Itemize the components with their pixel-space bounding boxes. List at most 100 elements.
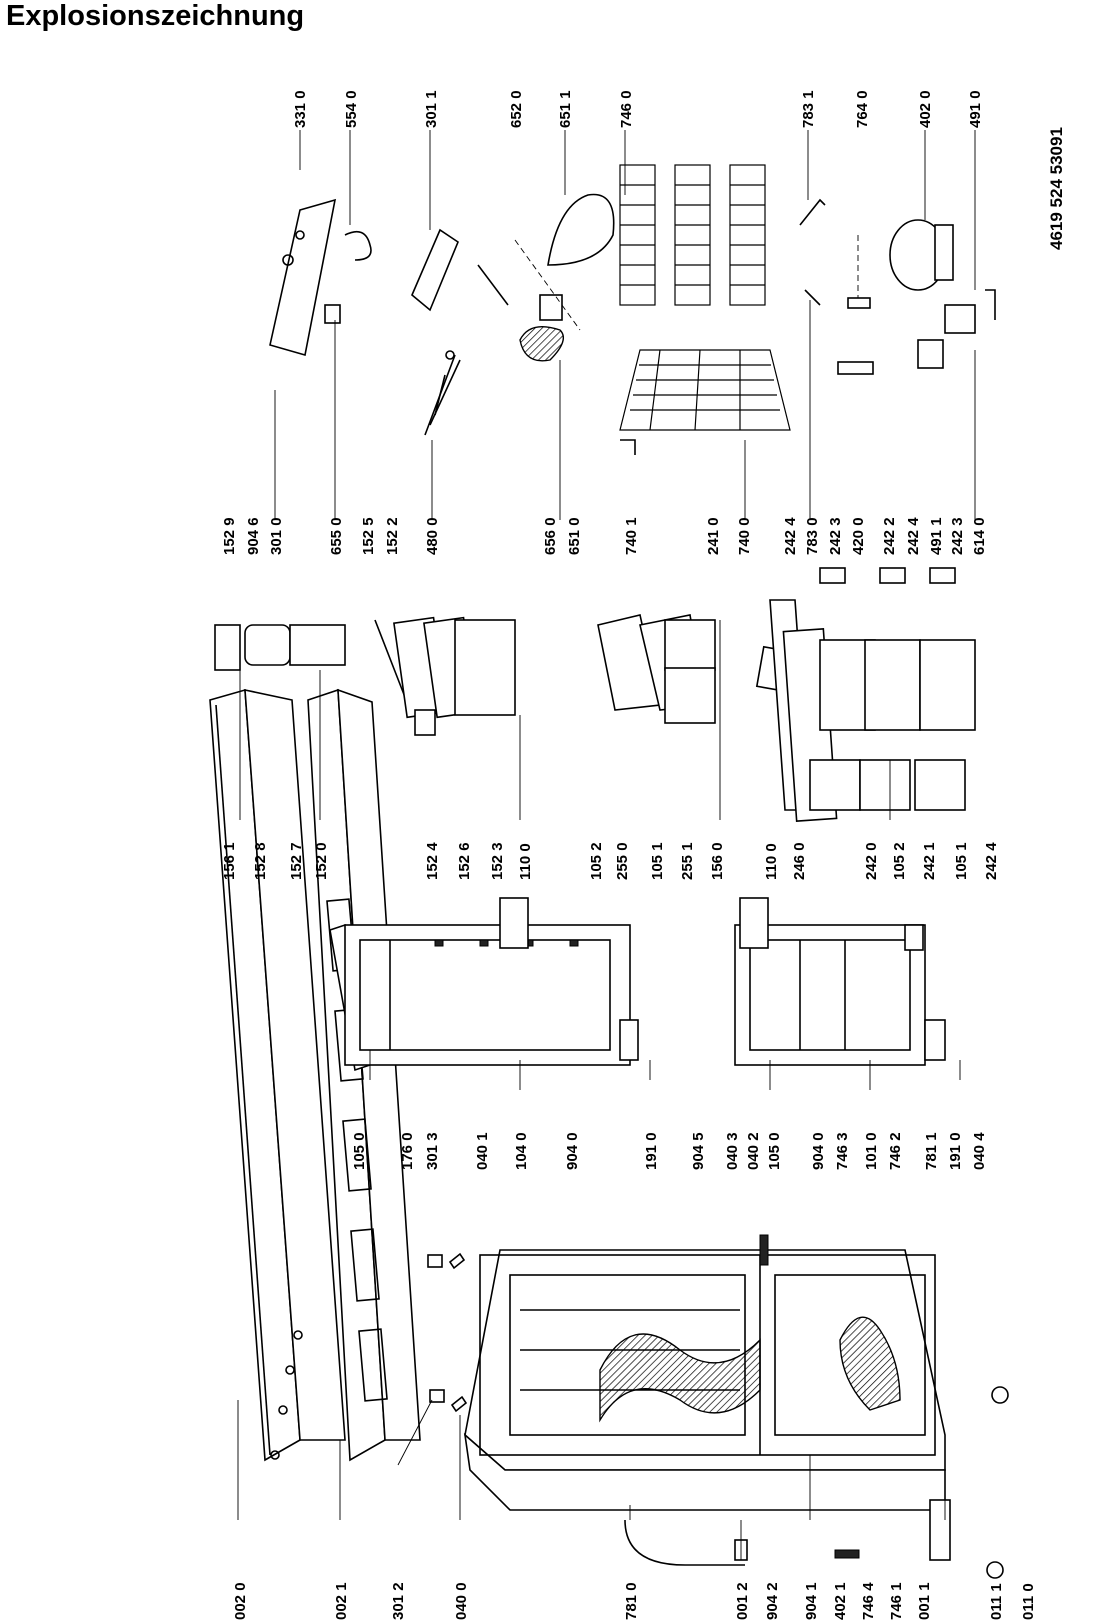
label-104-0: 104 0 bbox=[513, 1132, 530, 1170]
label-152-6: 152 6 bbox=[456, 842, 473, 880]
label-152-5: 152 5 bbox=[360, 517, 377, 555]
label-746-3: 746 3 bbox=[834, 1132, 851, 1170]
label-105-2-a: 105 2 bbox=[588, 842, 605, 880]
label-904-1: 904 1 bbox=[803, 1582, 820, 1620]
label-242-1: 242 1 bbox=[921, 842, 938, 880]
label-764-0: 764 0 bbox=[854, 90, 871, 128]
part-cabinet-body bbox=[463, 1234, 946, 1511]
label-255-0: 255 0 bbox=[614, 842, 631, 880]
label-191-0-b: 191 0 bbox=[947, 1132, 964, 1170]
label-040-4: 040 4 bbox=[971, 1132, 988, 1170]
label-651-1: 651 1 bbox=[557, 90, 574, 128]
label-656-0: 656 0 bbox=[542, 517, 559, 555]
part-control-panel bbox=[269, 198, 509, 357]
label-242-2: 242 2 bbox=[881, 517, 898, 555]
label-420-0: 420 0 bbox=[850, 517, 867, 555]
label-246-0: 246 0 bbox=[791, 842, 808, 880]
label-242-0: 242 0 bbox=[863, 842, 880, 880]
label-746-2: 746 2 bbox=[887, 1132, 904, 1170]
label-101-0: 101 0 bbox=[863, 1132, 880, 1170]
label-040-3: 040 3 bbox=[724, 1132, 741, 1170]
label-002-0: 002 0 bbox=[232, 1582, 249, 1620]
label-156-0: 156 0 bbox=[709, 842, 726, 880]
label-904-2: 904 2 bbox=[764, 1582, 781, 1620]
part-top-cover bbox=[209, 688, 346, 1462]
label-781-1: 781 1 bbox=[923, 1132, 940, 1170]
label-242-3-b: 242 3 bbox=[949, 517, 966, 555]
label-040-1: 040 1 bbox=[474, 1132, 491, 1170]
label-001-1: 001 1 bbox=[916, 1582, 933, 1620]
label-746-0: 746 0 bbox=[618, 90, 635, 128]
label-176-0: 176 0 bbox=[399, 1132, 416, 1170]
label-002-1: 002 1 bbox=[333, 1582, 350, 1620]
label-242-4-c: 242 4 bbox=[905, 517, 922, 555]
label-402-0: 402 0 bbox=[917, 90, 934, 128]
part-capillary-dryer bbox=[799, 198, 874, 375]
label-152-4: 152 4 bbox=[424, 842, 441, 880]
label-011-0: 011 0 bbox=[1020, 1583, 1037, 1620]
document-number: 4619 524 53091 bbox=[1047, 127, 1066, 250]
label-152-8: 152 8 bbox=[252, 842, 269, 880]
label-191-0-a: 191 0 bbox=[643, 1132, 660, 1170]
label-740-1: 740 1 bbox=[623, 517, 640, 555]
label-040-2: 040 2 bbox=[745, 1132, 762, 1170]
label-040-0: 040 0 bbox=[453, 1582, 470, 1620]
label-402-1: 402 1 bbox=[832, 1582, 849, 1620]
label-110-0-a: 110 0 bbox=[517, 843, 534, 880]
label-152-7: 152 7 bbox=[288, 842, 305, 880]
label-105-1-b: 105 1 bbox=[953, 842, 970, 880]
label-011-1: 011 1 bbox=[988, 1583, 1005, 1620]
label-105-0-b: 105 0 bbox=[766, 1132, 783, 1170]
part-lamp-housing bbox=[514, 193, 615, 362]
part-door-balconies bbox=[214, 616, 516, 736]
part-evaporator bbox=[619, 349, 791, 455]
label-652-0: 652 0 bbox=[508, 90, 525, 128]
label-152-2: 152 2 bbox=[384, 517, 401, 555]
label-152-0: 152 0 bbox=[313, 842, 330, 880]
label-740-0: 740 0 bbox=[736, 517, 753, 555]
label-152-3: 152 3 bbox=[489, 842, 506, 880]
label-156-1: 156 1 bbox=[221, 842, 238, 880]
label-614-0: 614 0 bbox=[971, 517, 988, 555]
label-241-0: 241 0 bbox=[705, 517, 722, 555]
part-freezer-drawers bbox=[769, 567, 976, 823]
part-small-clips bbox=[397, 1252, 468, 1466]
label-152-9: 152 9 bbox=[221, 517, 238, 555]
label-554-0: 554 0 bbox=[343, 90, 360, 128]
label-242-4-b: 242 4 bbox=[983, 842, 1000, 880]
label-746-4: 746 4 bbox=[860, 1582, 877, 1620]
label-301-3: 301 3 bbox=[424, 1132, 441, 1170]
label-480-0: 480 0 bbox=[424, 517, 441, 555]
label-491-0: 491 0 bbox=[967, 90, 984, 128]
label-904-6: 904 6 bbox=[245, 517, 262, 555]
label-781-0: 781 0 bbox=[623, 1582, 640, 1620]
label-242-3-a: 242 3 bbox=[827, 517, 844, 555]
part-upper-door bbox=[329, 897, 639, 1072]
label-904-5: 904 5 bbox=[690, 1132, 707, 1170]
part-lower-door bbox=[734, 897, 946, 1066]
label-783-1: 783 1 bbox=[800, 90, 817, 128]
label-110-0-b: 110 0 bbox=[763, 843, 780, 880]
label-301-1: 301 1 bbox=[423, 90, 440, 128]
leader-lines bbox=[237, 130, 976, 1560]
page-title: Explosionszeichnung bbox=[6, 0, 305, 32]
label-255-1: 255 1 bbox=[679, 842, 696, 880]
label-655-0: 655 0 bbox=[328, 517, 345, 555]
label-301-2: 301 2 bbox=[390, 1582, 407, 1620]
label-105-0-a: 105 0 bbox=[351, 1132, 368, 1170]
label-301-0: 301 0 bbox=[268, 517, 285, 555]
label-105-2-b: 105 2 bbox=[891, 842, 908, 880]
label-105-1-a: 105 1 bbox=[649, 842, 666, 880]
label-242-4-a: 242 4 bbox=[782, 517, 799, 555]
label-331-0: 331 0 bbox=[292, 90, 309, 128]
label-904-0-b: 904 0 bbox=[810, 1132, 827, 1170]
part-wiring-harness bbox=[424, 350, 461, 436]
label-491-1: 491 1 bbox=[928, 517, 945, 555]
label-746-1: 746 1 bbox=[888, 1582, 905, 1620]
label-904-0-a: 904 0 bbox=[564, 1132, 581, 1170]
part-condenser bbox=[619, 164, 766, 306]
label-001-2: 001 2 bbox=[734, 1582, 751, 1620]
part-labels: 002 0 002 1 301 2 040 0 781 0 001 2 904 … bbox=[221, 90, 1066, 1620]
label-651-0: 651 0 bbox=[566, 517, 583, 555]
